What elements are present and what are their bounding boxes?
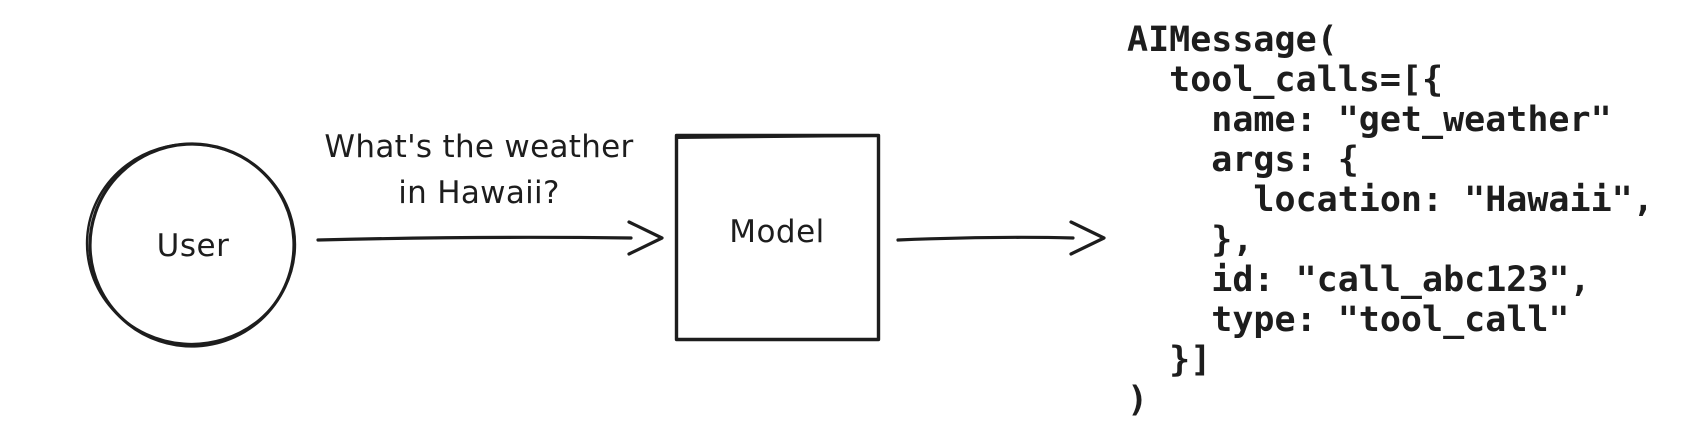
edge-message-line1: What's the weather: [324, 129, 634, 165]
code-line: name: "get_weather": [1127, 100, 1612, 140]
user-node-label: User: [156, 228, 230, 264]
code-line: }]: [1127, 340, 1212, 380]
code-line: type: "tool_call": [1127, 300, 1570, 340]
code-line: ): [1127, 380, 1149, 420]
model-box: [674, 133, 881, 342]
code-line: AIMessage(: [1127, 20, 1338, 60]
code-line: args: {: [1127, 140, 1359, 180]
code-line: tool_calls=[{: [1127, 60, 1444, 100]
code-line: id: "call_abc123",: [1127, 260, 1591, 300]
model-node-label: Model: [729, 214, 825, 250]
arrow-model-to-output: [896, 220, 1106, 256]
code-line: location: "Hawaii",: [1127, 180, 1654, 220]
edge-message-line2: in Hawaii?: [398, 175, 560, 211]
edge-message-label: What's the weather in Hawaii?: [324, 124, 633, 216]
aimessage-code-block: AIMessage( tool_calls=[{ name: "get_weat…: [1127, 20, 1654, 420]
arrow-user-to-model: [316, 220, 664, 256]
code-line: },: [1127, 220, 1254, 260]
user-circle: [85, 142, 297, 348]
